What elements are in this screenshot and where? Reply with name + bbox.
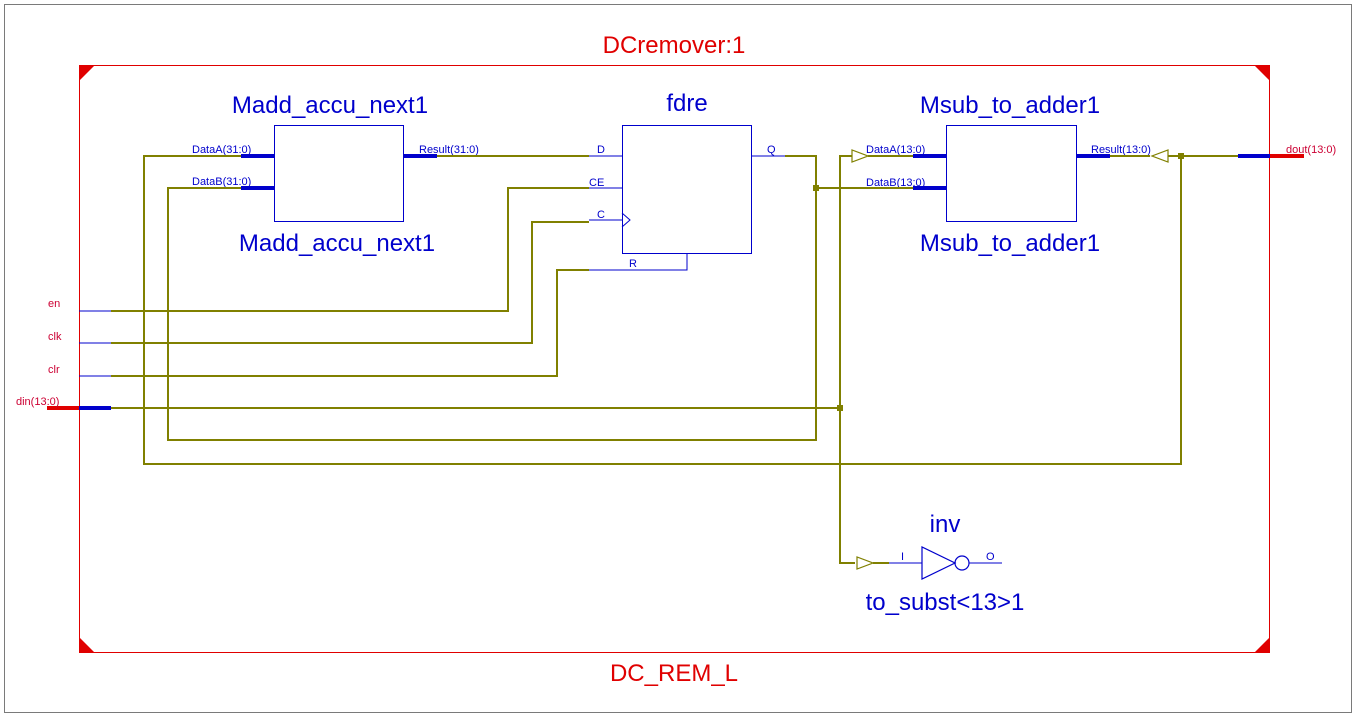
madd-pin-result-label: Result(31:0) [419,144,479,156]
fdre-block[interactable]: fdre D CE C R Q [589,90,785,271]
wire-clr-to-fdre-r[interactable] [111,269,589,377]
module-name-label: DC_REM_L [610,660,738,687]
msub-pin-data-a-label: DataA(13:0) [866,144,925,156]
fdre-pin-d-label: D [597,144,605,156]
msub-pin-result-label: Result(13:0) [1091,144,1151,156]
port-dout[interactable]: dout(13:0) [1238,144,1336,158]
msub-block[interactable]: Msub_to_adder1 DataA(13:0) DataB(13:0) R… [866,92,1151,257]
buffer-msub-data-a-icon [851,149,870,163]
fdre-pin-q-label: Q [767,144,776,156]
port-clk[interactable]: clk [48,331,111,344]
port-din-label: din(13:0) [16,396,59,408]
msub-title-bottom: Msub_to_adder1 [920,230,1100,257]
wire-fdre-q-to-msub-data-b[interactable] [785,155,913,189]
buffer-inv-input-icon [856,556,875,570]
madd-block[interactable]: Madd_accu_next1 DataA(31:0) DataB(31:0) … [192,92,479,257]
inv-pin-i-label: I [901,551,904,563]
msub-pin-data-b-label: DataB(13:0) [866,177,925,189]
fdre-title: fdre [666,90,707,117]
inverter-triangle-icon [921,546,957,580]
port-clk-label: clk [48,331,62,343]
module-instance-label: DCremover:1 [603,32,746,59]
inv-instance-label: to_subst<13>1 [866,589,1025,616]
wire-q-feedback-to-madd-data-b[interactable] [167,187,817,441]
fdre-clock-arrow-icon [621,212,631,228]
sheet-frame [4,4,1352,713]
module-corner-bottom-right [1254,637,1270,653]
inv-pin-o-label: O [986,551,995,563]
junction-din [837,405,843,411]
module-boundary[interactable] [79,65,1270,653]
inverter-bubble-icon [954,555,970,571]
fdre-pin-ce-label: CE [589,177,604,189]
madd-pin-data-a-label: DataA(31:0) [192,144,251,156]
inv-block[interactable]: inv I O to_subst<13>1 [866,511,1025,616]
module-corner-bottom-left [79,637,95,653]
madd-body[interactable] [274,125,404,222]
port-en[interactable]: en [48,298,111,312]
module-corner-top-right [1254,65,1270,81]
msub-body[interactable] [946,125,1077,222]
msub-title-top: Msub_to_adder1 [920,92,1100,119]
fdre-pin-r[interactable] [589,254,688,271]
madd-title-bottom: Madd_accu_next1 [239,230,435,257]
module-corner-top-left [79,65,95,81]
port-clr[interactable]: clr [48,364,111,377]
port-en-label: en [48,298,60,310]
port-dout-label: dout(13:0) [1286,144,1336,156]
fdre-pin-r-label: R [629,258,637,270]
port-din[interactable]: din(13:0) [16,396,111,410]
wire-clk-to-fdre-c[interactable] [111,221,589,344]
inv-title: inv [930,511,961,538]
fdre-body[interactable] [622,125,752,254]
wire-result-feedback-to-madd-data-a[interactable] [143,155,1182,465]
madd-pin-data-b-label: DataB(31:0) [192,176,251,188]
madd-title-top: Madd_accu_next1 [232,92,428,119]
port-clr-label: clr [48,364,60,376]
junction-q [813,185,819,191]
buffer-msub-result-icon [1150,149,1169,163]
junction-result [1178,153,1184,159]
wire-din-to-inv[interactable] [839,408,855,564]
wire-din-to-msub-data-a[interactable] [839,155,852,408]
fdre-pin-c-label: C [597,209,605,221]
wire-en-to-fdre-ce[interactable] [111,187,589,312]
